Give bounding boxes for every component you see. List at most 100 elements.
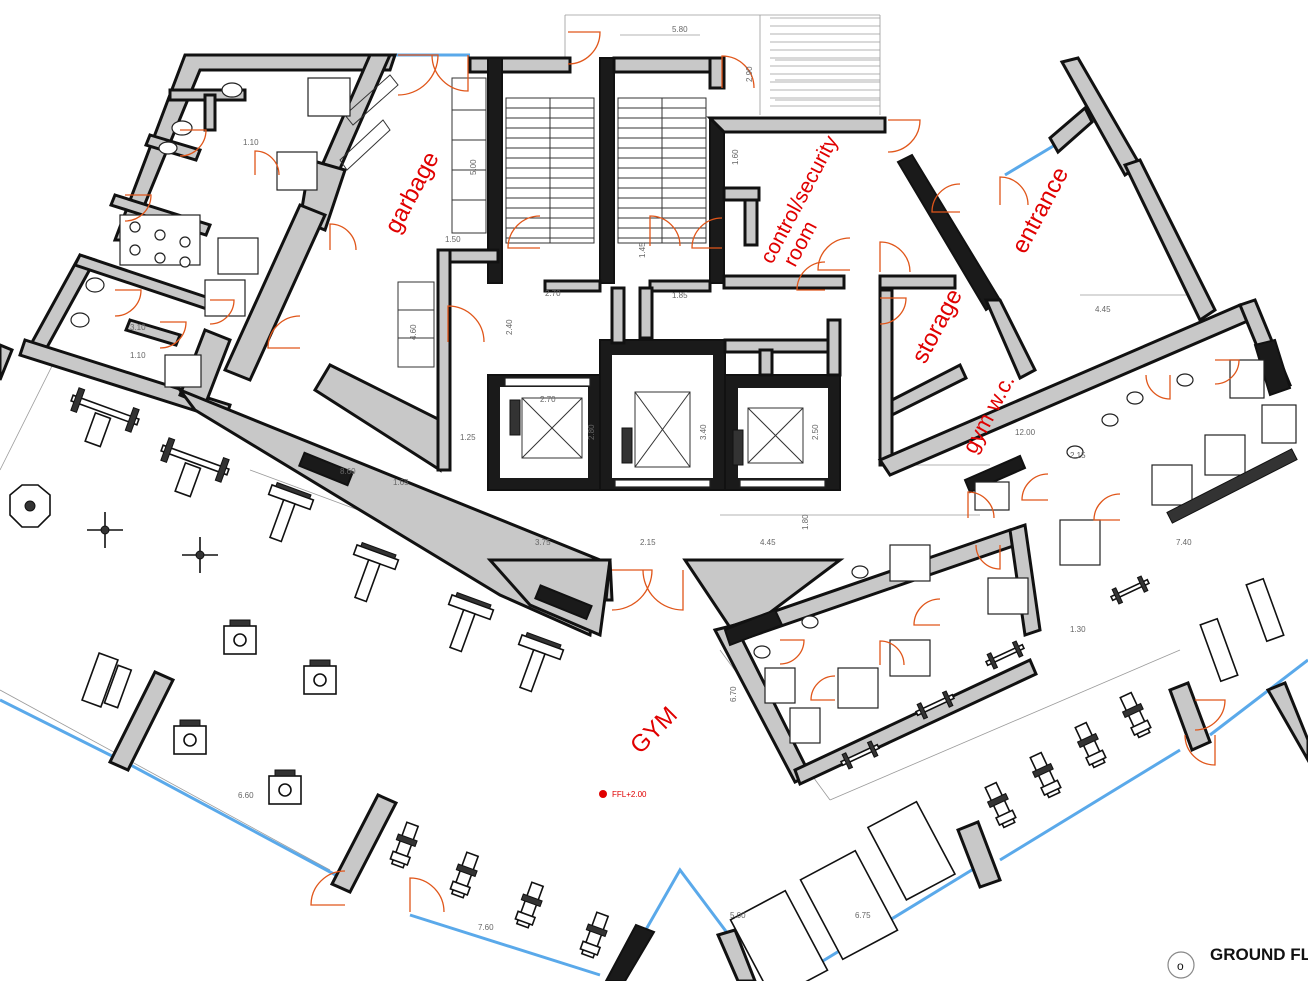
dim-1-45: 1.45	[638, 242, 647, 258]
dim-6-70: 6.70	[729, 686, 738, 702]
dim-1-60: 1.60	[731, 149, 740, 165]
garbage-bins	[339, 74, 487, 368]
dim-6-75: 6.75	[855, 911, 871, 920]
door-swing	[1184, 734, 1216, 766]
dim-5-80: 5.80	[672, 25, 688, 34]
gym-machine-bike	[1074, 721, 1107, 769]
door-swing	[114, 289, 142, 317]
dim-7-60: 7.60	[478, 923, 494, 932]
dimension-texts: 5.80 2.90 1.10 5.00 1.50 1.60 2.70 1.85 …	[130, 25, 1192, 932]
dim-2-15b: 2.15	[1070, 451, 1086, 460]
gym-machine-dumb	[1109, 575, 1151, 605]
level-text: FFL+2.00	[612, 790, 647, 799]
walls	[0, 53, 1308, 981]
gym-machine-bike	[449, 851, 480, 899]
dim-2-50: 2.50	[811, 424, 820, 440]
door-swing	[124, 194, 152, 222]
door-swing	[267, 315, 301, 349]
dim-5-00b: 5.00	[730, 911, 746, 920]
door-swing	[796, 261, 826, 291]
gym-machine-bike	[984, 781, 1017, 829]
dim-1-30: 1.30	[1070, 625, 1086, 634]
door-swing	[999, 176, 1029, 206]
door-swing	[507, 215, 541, 249]
dim-3-10: 3.10	[130, 323, 146, 332]
door-swing	[1194, 699, 1226, 731]
level-marker: FFL+2.00	[599, 790, 647, 799]
door-swing	[642, 569, 684, 611]
gym-machine-cross	[182, 537, 218, 573]
door-swing	[967, 491, 995, 519]
dim-2-80: 2.80	[587, 424, 596, 440]
lift-2	[614, 391, 711, 488]
dim-4-60: 4.60	[409, 324, 418, 340]
gym-machine-station	[268, 769, 302, 805]
door-swing	[931, 183, 961, 213]
rack-octagon	[9, 484, 51, 528]
dim-1-80: 1.80	[801, 514, 810, 530]
door-swing	[721, 55, 755, 89]
gym-machine-bike	[579, 911, 610, 959]
gym-machine-press	[352, 541, 400, 603]
door-swing	[691, 217, 723, 249]
lift-3	[732, 407, 826, 488]
gym-machine-bike	[1119, 691, 1152, 739]
dim-1-25: 1.25	[460, 433, 476, 442]
dim-7-40: 7.40	[1176, 538, 1192, 547]
drawing-title: GROUND FL	[1210, 945, 1308, 964]
dim-6-60: 6.60	[238, 791, 254, 800]
door-swing	[1145, 374, 1171, 400]
dim-2-15: 2.15	[640, 538, 656, 547]
gym-machine-bench	[81, 652, 133, 709]
door-swing	[879, 241, 911, 273]
dim-12-00: 12.00	[1015, 428, 1036, 437]
dim-5-00: 5.00	[469, 159, 478, 175]
treadmills-south	[729, 800, 957, 981]
door-swing	[329, 223, 357, 251]
label-entrance: entrance	[1006, 163, 1074, 258]
gym-machine-bar	[160, 437, 230, 498]
gym-machine-station	[303, 659, 337, 695]
gym-machine-bike	[1029, 751, 1062, 799]
stair-west	[505, 97, 595, 244]
door-swing	[1093, 493, 1121, 521]
door-swing	[179, 129, 207, 157]
dim-2-70a: 2.70	[545, 289, 561, 298]
gym-equipment	[9, 387, 1298, 981]
dim-8-60: 8.60	[340, 467, 356, 476]
gym-machine-press	[267, 481, 315, 543]
gym-machine-station	[223, 619, 257, 655]
doors	[114, 31, 1240, 913]
benches-east	[1199, 577, 1285, 683]
wc-fixtures-east	[753, 359, 1297, 744]
dim-4-45a: 4.45	[760, 538, 776, 547]
dim-4-45b: 4.45	[1095, 305, 1111, 314]
wc-fixtures-west	[70, 77, 351, 388]
gym-machine-dumb	[984, 640, 1026, 670]
door-swing	[397, 54, 439, 96]
door-swing	[447, 305, 485, 343]
dim-2-70b: 2.70	[540, 395, 556, 404]
gym-machine-press	[447, 591, 495, 653]
door-swing	[159, 321, 187, 349]
lift-1	[504, 377, 591, 459]
door-swing	[1214, 359, 1240, 385]
label-storage: storage	[906, 284, 967, 367]
north-marker: o	[1177, 959, 1184, 973]
dim-1-10b: 1.10	[130, 351, 146, 360]
dim-1-85: 1.85	[672, 291, 688, 300]
stair-exterior	[770, 17, 880, 107]
dim-1-65: 1.65	[393, 478, 409, 487]
door-swing	[887, 119, 921, 153]
door-swing	[1021, 473, 1049, 501]
door-swing	[817, 237, 851, 271]
gym-machine-cross	[87, 512, 123, 548]
glazing	[0, 53, 1308, 981]
dim-1-50: 1.50	[445, 235, 461, 244]
door-swing	[310, 870, 346, 906]
dim-3-75: 3.75	[535, 538, 551, 547]
dim-3-40: 3.40	[699, 424, 708, 440]
gym-machine-bike	[514, 881, 545, 929]
door-swing	[879, 297, 907, 325]
